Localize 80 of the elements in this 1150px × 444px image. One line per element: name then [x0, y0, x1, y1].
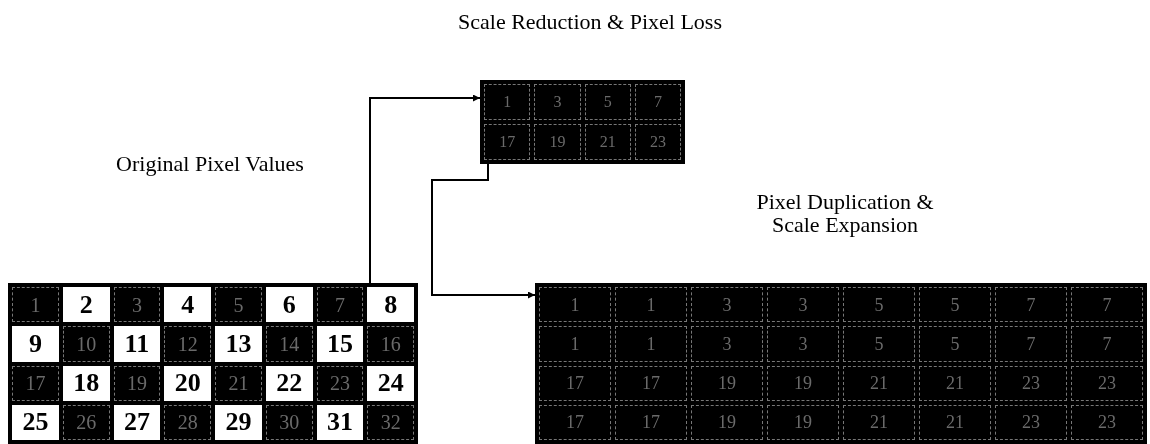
dark-pixel-cell: 1 [615, 287, 687, 323]
dark-pixel-cell: 3 [691, 326, 763, 362]
light-pixel-cell: 31 [316, 404, 364, 440]
dark-pixel-cell: 19 [534, 124, 581, 160]
dark-pixel-cell: 32 [367, 404, 414, 440]
dark-pixel-cell: 17 [615, 404, 687, 440]
dark-pixel-cell: 7 [1071, 287, 1143, 323]
dark-pixel-cell: 7 [1071, 326, 1143, 362]
light-pixel-cell: 22 [265, 365, 313, 401]
dark-pixel-cell: 21 [843, 404, 915, 440]
light-pixel-cell: 18 [62, 365, 110, 401]
grid-caption: Scale Reduction & Pixel Loss [457, 10, 723, 34]
dark-pixel-cell: 17 [484, 124, 531, 160]
dark-pixel-cell: 23 [995, 365, 1067, 401]
dark-pixel-cell: 16 [367, 326, 414, 362]
dark-pixel-cell: 19 [767, 404, 839, 440]
light-pixel-cell: 9 [12, 326, 59, 362]
dark-pixel-cell: 1 [539, 326, 611, 362]
dark-pixel-cell: 23 [995, 404, 1067, 440]
dark-pixel-cell: 7 [634, 84, 681, 120]
dark-pixel-cell: 17 [615, 365, 687, 401]
light-pixel-cell: 27 [113, 404, 161, 440]
dark-pixel-cell: 23 [1071, 365, 1143, 401]
light-pixel-cell: 2 [62, 287, 110, 323]
dark-pixel-cell: 17 [539, 365, 611, 401]
dark-pixel-cell: 5 [919, 326, 991, 362]
pixel-grid [535, 283, 1147, 444]
dark-pixel-cell: 21 [215, 365, 262, 401]
pixel-grid [8, 283, 418, 444]
dark-pixel-cell: 3 [767, 287, 839, 323]
dark-pixel-cell: 17 [12, 365, 59, 401]
light-pixel-cell: 24 [367, 365, 414, 401]
dark-pixel-cell: 19 [691, 365, 763, 401]
dark-pixel-cell: 10 [62, 326, 110, 362]
dark-pixel-cell: 1 [12, 287, 59, 323]
dark-pixel-cell: 5 [843, 287, 915, 323]
light-pixel-cell: 15 [316, 326, 364, 362]
dark-pixel-cell: 5 [215, 287, 262, 323]
dark-pixel-cell: 5 [584, 84, 631, 120]
light-pixel-cell: 11 [113, 326, 161, 362]
light-pixel-cell: 20 [164, 365, 211, 401]
elbow-arrow [369, 94, 481, 284]
dark-pixel-cell: 23 [316, 365, 364, 401]
dark-pixel-cell: 21 [919, 365, 991, 401]
dark-pixel-cell: 23 [634, 124, 681, 160]
dark-pixel-cell: 1 [615, 326, 687, 362]
light-pixel-cell: 4 [164, 287, 211, 323]
dark-pixel-cell: 3 [534, 84, 581, 120]
dark-pixel-cell: 19 [113, 365, 161, 401]
dark-pixel-cell: 23 [1071, 404, 1143, 440]
dark-pixel-cell: 17 [539, 404, 611, 440]
dark-pixel-cell: 3 [691, 287, 763, 323]
dark-pixel-cell: 7 [995, 326, 1067, 362]
light-pixel-cell: 13 [215, 326, 262, 362]
dark-pixel-cell: 30 [265, 404, 313, 440]
light-pixel-cell: 6 [265, 287, 313, 323]
light-pixel-cell: 29 [215, 404, 262, 440]
dark-pixel-cell: 19 [767, 365, 839, 401]
dark-pixel-cell: 3 [767, 326, 839, 362]
grid-caption: Original Pixel Values [115, 152, 305, 176]
elbow-arrow [431, 163, 536, 299]
dark-pixel-cell: 7 [995, 287, 1067, 323]
dark-pixel-cell: 3 [113, 287, 161, 323]
dark-pixel-cell: 21 [843, 365, 915, 401]
dark-pixel-cell: 21 [584, 124, 631, 160]
light-pixel-cell: 8 [367, 287, 414, 323]
dark-pixel-cell: 5 [919, 287, 991, 323]
light-pixel-cell: 25 [12, 404, 59, 440]
dark-pixel-cell: 12 [164, 326, 211, 362]
dark-pixel-cell: 7 [316, 287, 364, 323]
pixel-grid [480, 80, 685, 164]
dark-pixel-cell: 19 [691, 404, 763, 440]
dark-pixel-cell: 14 [265, 326, 313, 362]
dark-pixel-cell: 1 [539, 287, 611, 323]
dark-pixel-cell: 21 [919, 404, 991, 440]
grid-caption: Pixel Duplication & Scale Expansion [755, 190, 935, 237]
dark-pixel-cell: 5 [843, 326, 915, 362]
dark-pixel-cell: 26 [62, 404, 110, 440]
dark-pixel-cell: 28 [164, 404, 211, 440]
dark-pixel-cell: 1 [484, 84, 531, 120]
